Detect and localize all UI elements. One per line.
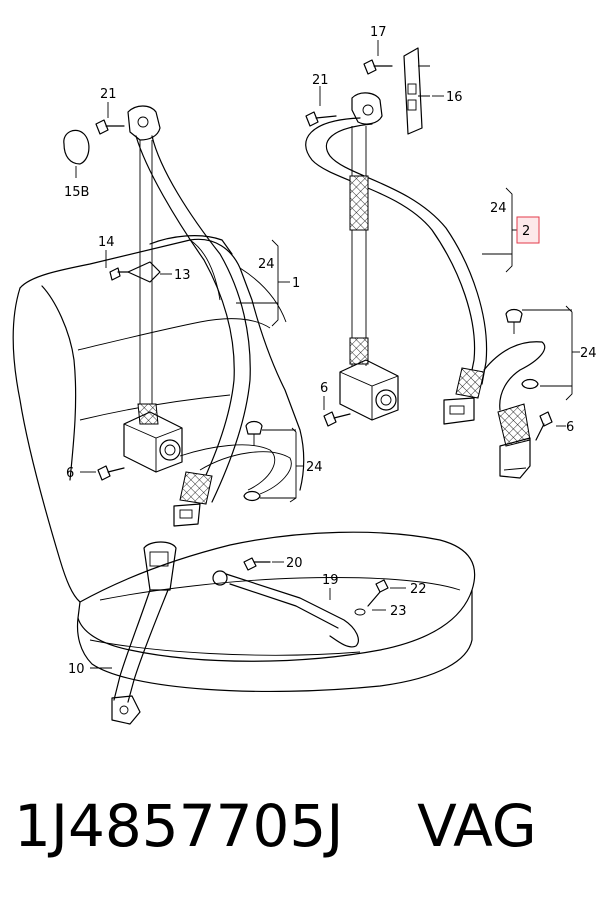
callout-24-right-lower: 24	[580, 346, 597, 361]
seat-outline	[12, 235, 476, 693]
callout-16: 16	[446, 90, 463, 105]
callout-23: 23	[390, 604, 407, 619]
callout-17: 17	[370, 25, 387, 40]
right-belt-assembly	[305, 47, 553, 479]
left-lower-anchor	[199, 420, 292, 502]
callout-6-right-retractor: 6	[320, 381, 328, 396]
callout-1: 1	[292, 276, 300, 291]
callout-labels: 21 15B 14 13 24 1 6 24 20 19 22 23 10 17…	[64, 25, 597, 677]
callout-24-left-lower: 24	[306, 460, 323, 475]
buckle-assembly	[111, 541, 177, 725]
callout-19: 19	[322, 573, 339, 588]
part-number-caption: 1J4857705J VAG	[14, 792, 537, 860]
callout-24-left-upper: 24	[258, 257, 275, 272]
callout-2: 2	[522, 224, 530, 239]
callout-6-left: 6	[66, 466, 74, 481]
callout-14: 14	[98, 235, 115, 250]
callout-6-right-lower: 6	[566, 420, 574, 435]
callout-20: 20	[286, 556, 303, 571]
highlight-box	[516, 216, 540, 244]
leader-lines	[75, 40, 580, 669]
callout-15b: 15B	[64, 185, 89, 200]
seat-belt-exploded-diagram: 21 15B 14 13 24 1 6 24 20 19 22 23 10 17…	[12, 25, 597, 725]
callout-10: 10	[68, 662, 85, 677]
rail-bar	[212, 557, 389, 648]
callout-21-right: 21	[312, 73, 329, 88]
callout-13: 13	[174, 268, 191, 283]
callout-24-right-upper: 24	[490, 201, 507, 216]
callout-21-left: 21	[100, 87, 117, 102]
callout-22: 22	[410, 582, 427, 597]
left-belt-assembly	[63, 105, 251, 527]
